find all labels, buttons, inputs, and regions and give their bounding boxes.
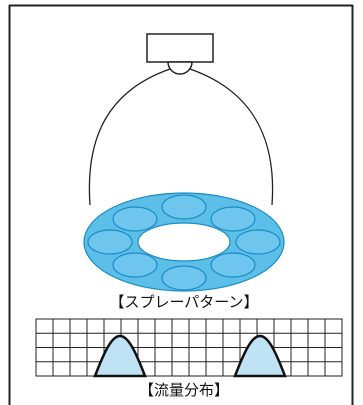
flow-label-backing	[140, 378, 236, 400]
spray-cone-left	[88, 68, 171, 206]
spray-blob	[235, 229, 281, 255]
flow-peak-right	[233, 334, 287, 378]
spray-blobs	[87, 194, 281, 291]
spray-blob	[161, 194, 207, 220]
spray-cone-right	[189, 68, 274, 206]
spray-pattern-label: 【スプレーパターン】	[109, 293, 258, 311]
spray-blob	[87, 229, 133, 255]
spray-ring-center	[137, 222, 231, 262]
nozzle-header	[146, 33, 214, 63]
nozzle-tip	[167, 61, 193, 75]
flow-distribution-label: 【流量分布】	[139, 381, 229, 399]
spray-blob	[210, 206, 256, 232]
flow-grid	[35, 318, 343, 377]
spray-blob	[210, 252, 256, 278]
spray-blob	[112, 252, 158, 278]
flow-peak-left	[93, 334, 147, 378]
spray-blob	[112, 206, 158, 232]
spray-blob	[161, 265, 207, 291]
